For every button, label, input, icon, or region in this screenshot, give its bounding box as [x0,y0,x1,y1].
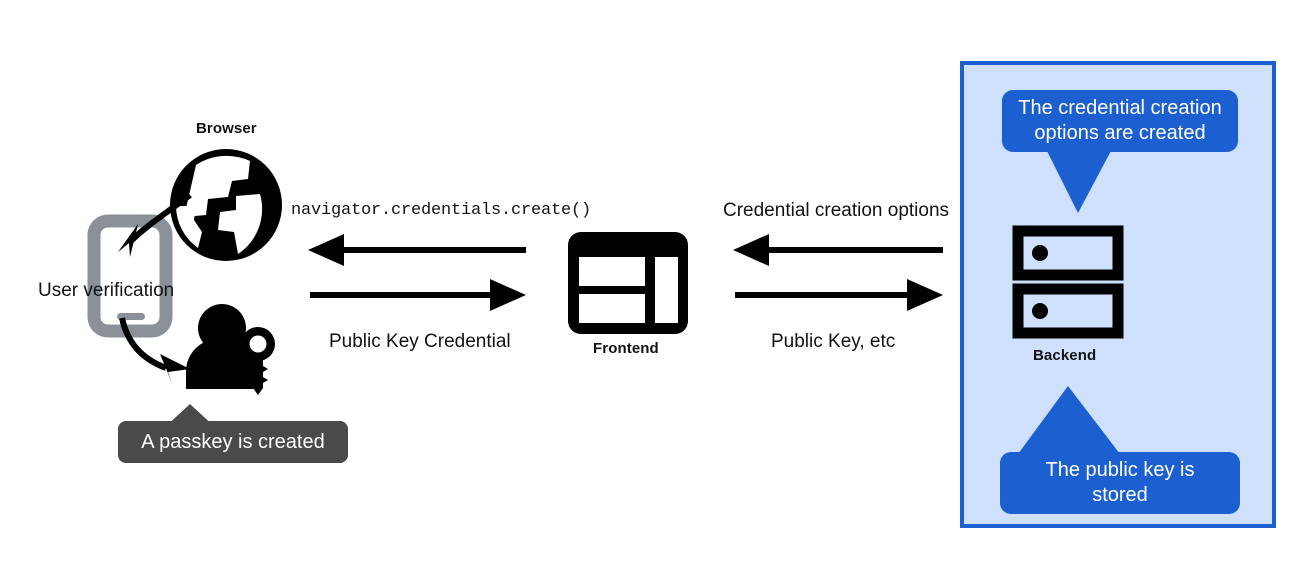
frontend-to-browser-arrow [308,234,526,266]
credential-options-callout: The credential creation options are crea… [1002,90,1238,152]
navigator-credentials-create-label: navigator.credentials.create() [291,201,592,220]
backend-to-frontend-arrow [733,234,943,266]
credential-options-callout-line2: options are created [1034,122,1206,144]
public-key-stored-callout: The public key is stored [1000,452,1240,514]
browser-window-icon [568,232,688,334]
credential-creation-options-label: Credential creation options [723,200,950,221]
public-key-etc-label: Public Key, etc [771,331,896,352]
person-with-key-icon [186,304,275,395]
browser-to-frontend-arrow [310,279,526,311]
globe-icon [170,149,282,261]
frontend-to-backend-arrow [735,279,943,311]
public-key-stored-callout-line2: stored [1092,484,1148,506]
public-key-stored-callout-line1: The public key is [1045,459,1195,481]
browser-node-label: Browser [196,120,257,137]
browser-to-device-arrow [118,192,192,257]
public-key-credential-label: Public Key Credential [329,331,511,352]
device-to-user-arrow [119,317,190,383]
mobile-phone-icon [87,214,173,338]
credential-options-callout-line1: The credential creation [1018,97,1222,119]
frontend-node-label: Frontend [593,340,659,357]
user-verification-label: User verification [38,280,175,301]
backend-node-label: Backend [1033,347,1097,364]
passkey-created-tooltip: A passkey is created [118,421,348,463]
passkey-created-tooltip-text: A passkey is created [141,430,325,453]
